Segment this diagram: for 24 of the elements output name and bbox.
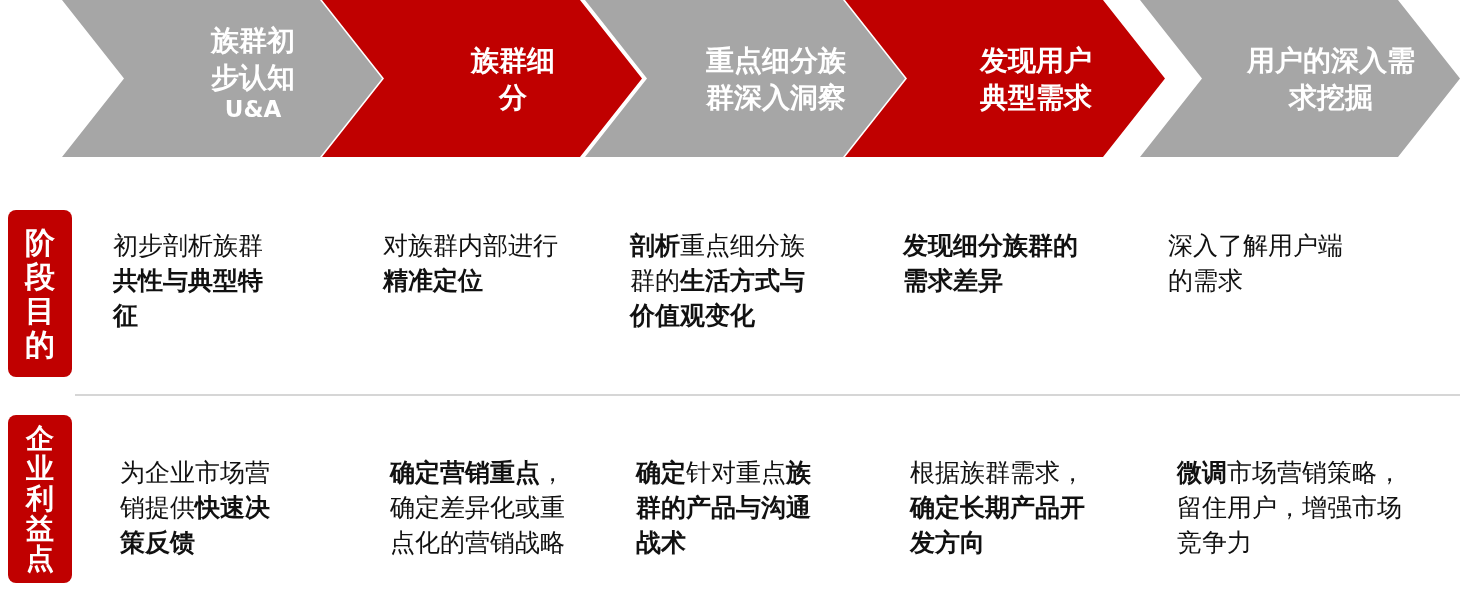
cell-text: 确定针对重点族群的产品与沟通战术: [636, 457, 812, 559]
step-title: 用户的深入需求挖掘: [1246, 43, 1416, 116]
cell-text: 剖析重点细分族群的生活方式与价值观变化: [630, 230, 806, 332]
cell-text: 初步剖析族群共性与典型特征: [113, 230, 264, 332]
row-header: [8, 415, 72, 583]
cell-text: 发现细分族群的需求差异: [903, 230, 1079, 297]
cell-text: 微调市场营销策略，留住用户，增强市场竞争力: [1177, 457, 1403, 559]
row-header-text: 企业利益点: [24, 424, 55, 574]
step-title: 发现用户典型需求: [978, 43, 1093, 116]
step-title: 重点细分族群深入洞察: [705, 43, 847, 116]
chevron-step: [322, 0, 642, 157]
cell-text: 为企业市场营销提供快速决策反馈: [120, 457, 271, 559]
cell-text: 确定营销重点，确定差异化或重点化的营销战略: [390, 457, 566, 559]
chevron-step: [1140, 0, 1460, 157]
row-header: [8, 210, 72, 377]
step-title: 族群初步认知: [209, 23, 296, 96]
chevron-step: [845, 0, 1165, 157]
cell-text: 深入了解用户端的需求: [1168, 230, 1344, 297]
step-title: 族群细分: [469, 43, 556, 116]
cell-text: 对族群内部进行精准定位: [383, 230, 559, 297]
cell-text: 根据族群需求，确定长期产品开发方向: [910, 457, 1086, 559]
row-header-text: 阶段目的: [23, 225, 56, 362]
step-subtitle: U&A: [223, 96, 283, 122]
chevron-step: [62, 0, 382, 157]
